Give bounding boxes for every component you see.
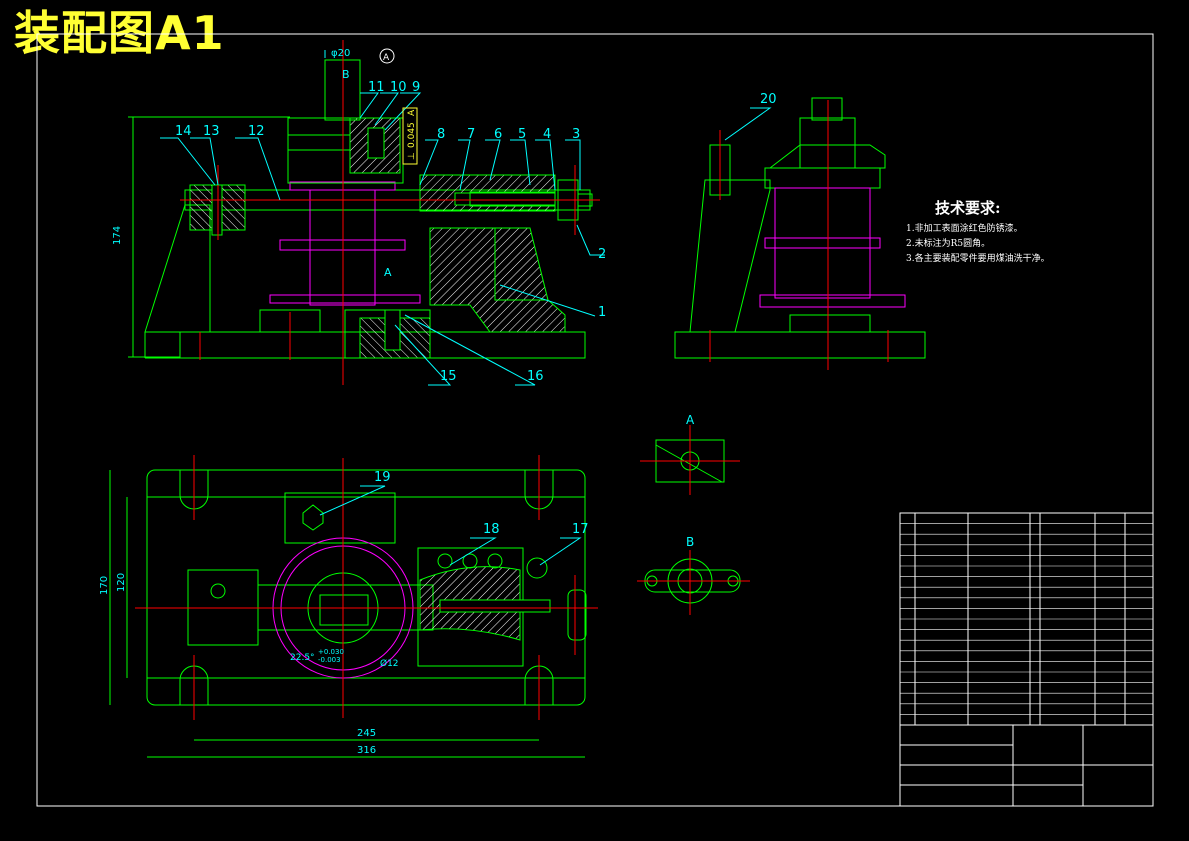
- callout-number-8: 8: [437, 127, 445, 142]
- side-view: [674, 97, 926, 370]
- tech-note: 3.各主要装配零件要用煤油洗干净。: [906, 254, 1050, 264]
- callout-number-4: 4: [543, 127, 551, 142]
- parts-list-table: [899, 512, 1154, 807]
- dim-phi20: φ20: [331, 48, 350, 59]
- callout-leaders: [160, 50, 772, 566]
- callout-number-1: 1: [598, 305, 606, 320]
- tolerance-value: 0.045: [407, 122, 417, 148]
- dim-245: 245: [357, 728, 376, 739]
- callout-number-12: 12: [248, 124, 265, 139]
- datum-label-a: A: [383, 53, 390, 63]
- callout-number-3: 3: [572, 127, 580, 142]
- dim-tol-upper: +0.030: [318, 648, 344, 656]
- dim-174: 174: [112, 226, 123, 245]
- tech-requirements-list: 1.非加工表面涂红色防锈漆。 2.未标注为R5圆角。 3.各主要装配零件要用煤油…: [906, 222, 1050, 267]
- callout-number-6: 6: [494, 127, 502, 142]
- parts-list-rows: [900, 523, 1153, 715]
- callout-number-5: 5: [518, 127, 526, 142]
- dim-316: 316: [357, 745, 376, 756]
- detail-view-b: [637, 550, 750, 615]
- drawing-title: 装配图A1: [14, 6, 225, 60]
- callout-number-13: 13: [203, 124, 220, 139]
- dim-170: 170: [99, 576, 110, 595]
- callout-number-17: 17: [572, 522, 589, 537]
- callout-number-9: 9: [412, 80, 420, 95]
- callout-number-18: 18: [483, 522, 500, 537]
- tech-note: 2.未标注为R5圆角。: [906, 239, 991, 249]
- tech-requirements-heading: 技术要求:: [935, 199, 1001, 217]
- view-label-a-arrow: A: [384, 266, 392, 279]
- callout-number-20: 20: [760, 92, 777, 107]
- callout-number-10: 10: [390, 80, 407, 95]
- tech-note: 1.非加工表面涂红色防锈漆。: [906, 224, 1023, 234]
- view-label-b-arrow: B: [342, 68, 350, 81]
- callout-number-16: 16: [527, 369, 544, 384]
- dim-120: 120: [116, 573, 127, 592]
- top-view: [109, 455, 598, 758]
- callout-number-15: 15: [440, 369, 457, 384]
- callout-number-2: 2: [598, 247, 606, 262]
- front-view: [128, 40, 600, 385]
- view-a-title: A: [686, 413, 695, 427]
- detail-view-a: [640, 425, 740, 495]
- dim-angle: 22.5°: [290, 653, 315, 663]
- callout-number-11: 11: [368, 80, 385, 95]
- drawing-border: [36, 33, 1154, 807]
- callout-number-14: 14: [175, 124, 192, 139]
- callout-number-7: 7: [467, 127, 475, 142]
- dim-dia12: Ø12: [380, 658, 399, 669]
- tolerance-frame: ⊥ 0.045 A: [402, 107, 418, 165]
- tolerance-datum: A: [407, 109, 417, 116]
- view-b-title: B: [686, 535, 694, 549]
- tolerance-symbol: ⊥: [407, 152, 417, 160]
- dim-tol-lower: -0.003: [318, 656, 341, 664]
- callout-number-19: 19: [374, 470, 391, 485]
